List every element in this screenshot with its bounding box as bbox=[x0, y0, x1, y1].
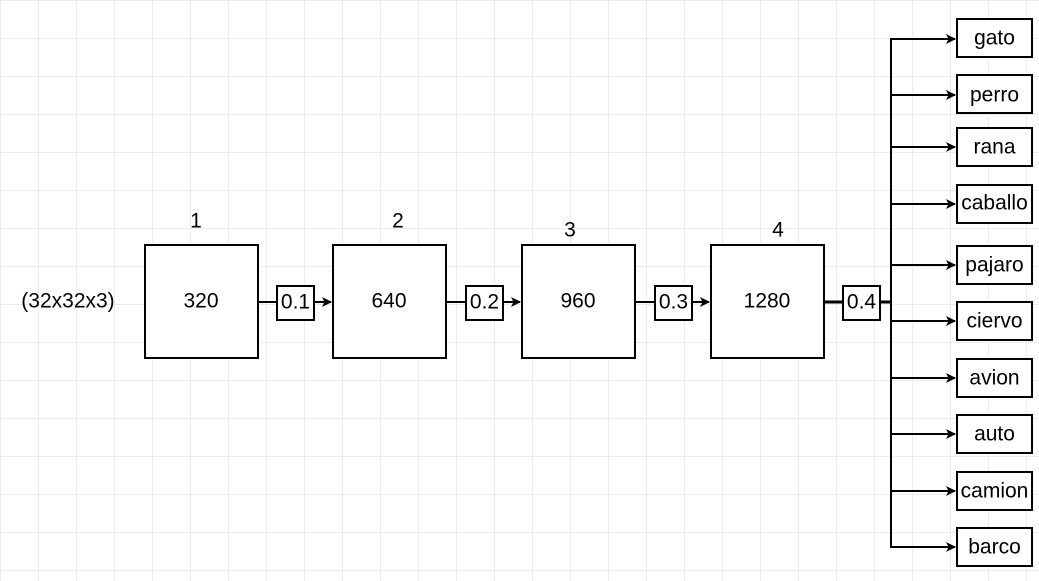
class-label-ciervo: ciervo bbox=[966, 310, 1022, 333]
layer-block-2: 640 bbox=[332, 244, 447, 359]
layer-units-label: 960 bbox=[560, 290, 595, 313]
class-label-pajaro: pajaro bbox=[965, 254, 1023, 277]
layer-block-1: 320 bbox=[144, 244, 259, 359]
layer-index-label: 3 bbox=[564, 219, 576, 242]
class-label-auto: auto bbox=[974, 423, 1015, 446]
output-branch-caballo: caballo bbox=[891, 184, 1033, 224]
layer-units-label: 320 bbox=[183, 290, 218, 313]
output-branch-rana: rana bbox=[891, 127, 1033, 167]
class-label-caballo: caballo bbox=[961, 192, 1028, 215]
output-branch-auto: auto bbox=[891, 414, 1033, 454]
output-branch-gato: gato bbox=[891, 18, 1033, 58]
class-label-rana: rana bbox=[973, 136, 1015, 159]
class-box bbox=[956, 471, 1033, 511]
layer-block-4: 1280 bbox=[710, 244, 825, 359]
class-box bbox=[956, 18, 1033, 58]
output-branch-avion: avion bbox=[891, 358, 1033, 398]
class-box bbox=[956, 184, 1033, 224]
class-box bbox=[956, 414, 1033, 454]
layer-units-label: 640 bbox=[371, 290, 406, 313]
layer-units-label: 1280 bbox=[744, 290, 791, 313]
dropout-box-2: 0.2 bbox=[465, 285, 504, 321]
dropout-box-1: 0.1 bbox=[276, 285, 315, 321]
class-box bbox=[956, 358, 1033, 398]
class-box bbox=[956, 527, 1033, 567]
class-label-gato: gato bbox=[974, 27, 1015, 50]
class-box bbox=[956, 74, 1033, 114]
output-branch-barco: barco bbox=[891, 527, 1033, 567]
output-branch-perro: perro bbox=[891, 74, 1033, 114]
layer-index-label: 4 bbox=[772, 219, 784, 242]
class-label-camion: camion bbox=[961, 480, 1029, 503]
dropout-box-4: 0.4 bbox=[842, 285, 881, 321]
output-branch-pajaro: pajaro bbox=[891, 245, 1033, 285]
class-label-barco: barco bbox=[968, 536, 1021, 559]
dropout-label: 0.2 bbox=[470, 291, 499, 314]
class-label-avion: avion bbox=[969, 367, 1019, 390]
dropout-label: 0.1 bbox=[281, 291, 310, 314]
input-shape-label: (32x32x3) bbox=[21, 290, 114, 313]
layer-index-label: 1 bbox=[190, 210, 202, 233]
dropout-label: 0.3 bbox=[659, 291, 688, 314]
output-branch-camion: camion bbox=[891, 471, 1033, 511]
layer-block-3: 960 bbox=[521, 244, 636, 359]
output-branch-ciervo: ciervo bbox=[891, 301, 1033, 341]
class-label-perro: perro bbox=[970, 84, 1019, 107]
class-box bbox=[956, 127, 1033, 167]
class-box bbox=[956, 301, 1033, 341]
layer-index-label: 2 bbox=[392, 210, 404, 233]
class-box bbox=[956, 245, 1033, 285]
dropout-box-3: 0.3 bbox=[654, 285, 693, 321]
dropout-label: 0.4 bbox=[847, 291, 877, 314]
